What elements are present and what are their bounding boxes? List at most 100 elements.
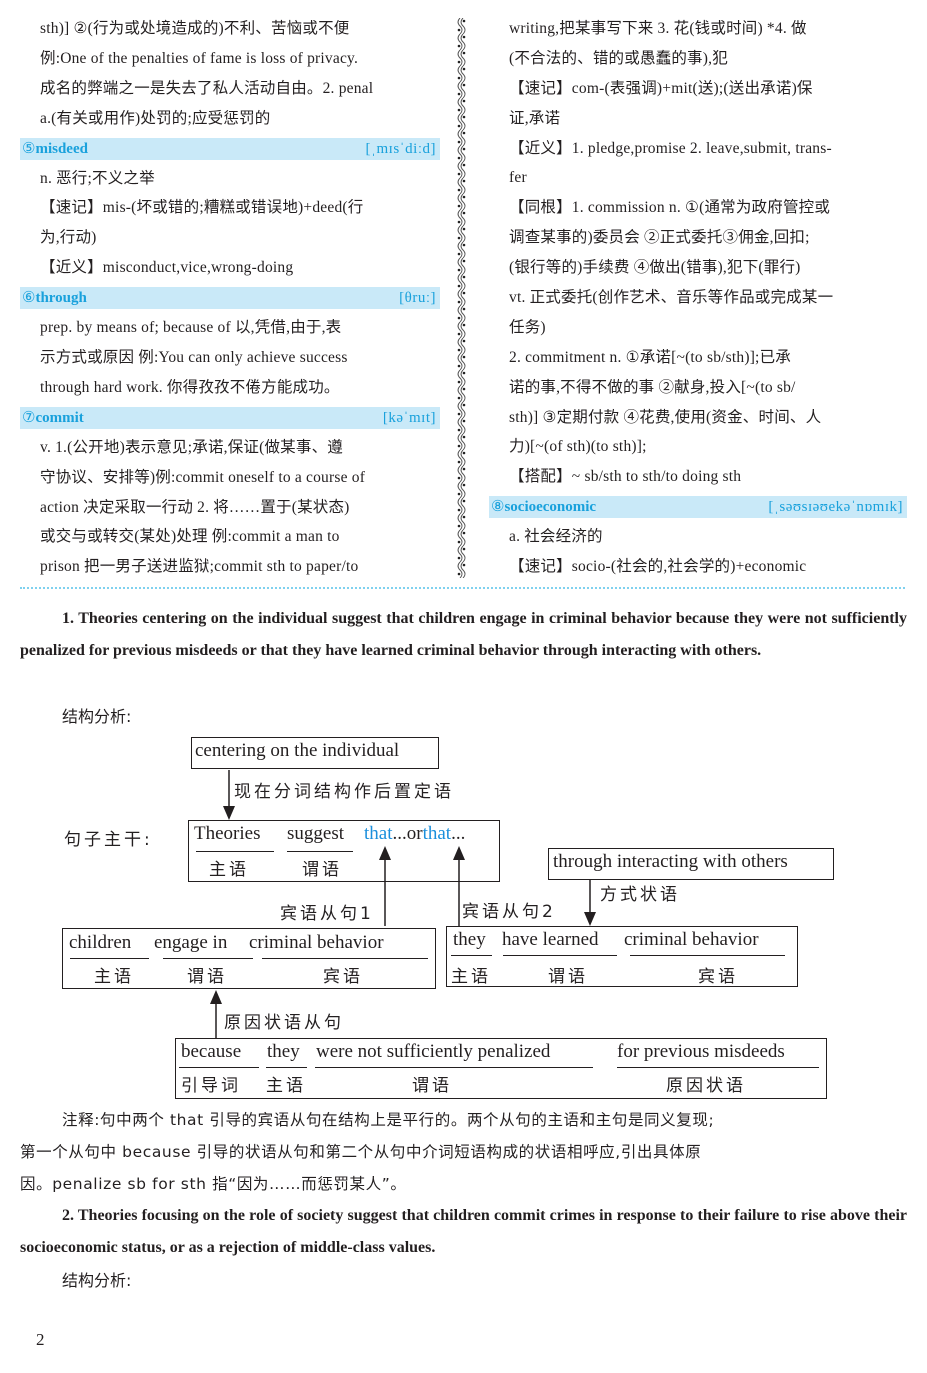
manner-role-label: 方式状语 xyxy=(600,885,680,905)
clause-1-verb: engage in xyxy=(154,932,228,953)
underline xyxy=(630,955,785,956)
text-line: 成名的弊端之一是失去了私人活动自由。2. penal xyxy=(40,79,374,97)
entry-number: ⑧ xyxy=(491,499,505,516)
entry-word: ⑦commit xyxy=(22,407,84,429)
clause-2-subject-role: 主语 xyxy=(451,967,491,987)
that-2: that xyxy=(422,823,452,844)
underline xyxy=(196,851,274,852)
main-verb: suggest xyxy=(287,823,344,844)
underline xyxy=(315,1067,593,1068)
entry-number: ⑦ xyxy=(22,409,36,426)
text-line: a.(有关或用作)处罚的;应受惩罚的 xyxy=(40,109,271,127)
text-line: through hard work. 你得孜孜不倦方能成功。 xyxy=(40,378,340,396)
underline xyxy=(617,1067,819,1068)
text-line: 2. commitment n. ①承诺[~(to sb/sth)];已承 xyxy=(509,348,791,366)
manner-box xyxy=(548,848,834,880)
clause-1-subject-role: 主语 xyxy=(94,967,134,987)
entry-header-misdeed: ⑤misdeed [ˌmɪsˈdiːd] xyxy=(20,137,440,160)
that-1: that xyxy=(364,823,393,844)
object-clause-1-label: 宾语从句1 xyxy=(280,904,374,924)
text-line: 任务) xyxy=(509,318,546,336)
reason-conj-role: 引导词 xyxy=(181,1076,241,1096)
entry-number: ⑥ xyxy=(22,290,36,307)
entry-header-socioeconomic: ⑧socioeconomic [ˌsəʊsɪəʊekəˈnɒmɪk] xyxy=(489,496,907,519)
note-text: 注释:句中两个 that 引导的宾语从句在结构上是平行的。两个从句的主语和主句是… xyxy=(62,1111,715,1129)
underline xyxy=(70,958,149,959)
entry-headword: through xyxy=(35,290,87,307)
underline xyxy=(451,955,492,956)
main-subject-role: 主语 xyxy=(209,860,249,880)
entry-headword: misdeed xyxy=(35,140,88,157)
clause-2-object-role: 宾语 xyxy=(698,967,738,987)
text-line: writing,把某事写下来 3. 花(钱或时间) *4. 做 xyxy=(509,20,807,37)
text-line: 或交与或转交(某处)处理 例:commit a man to xyxy=(40,528,340,546)
manner-text: through interacting with others xyxy=(553,851,788,872)
main-clause-label: 句子主干: xyxy=(64,830,153,850)
text-line: 守协议、安排等)例:commit oneself to a course of xyxy=(40,468,366,486)
note-line-3: 因。penalize sb for sth 指“因为……而惩罚某人”。 xyxy=(20,1175,407,1193)
text-line: n. 恶行;不义之举 xyxy=(40,169,155,187)
reason-conj: because xyxy=(181,1041,242,1062)
text-line: 力)[~(of sth)(to sth)]; xyxy=(509,438,647,456)
text-line: 例:One of the penalties of fame is loss o… xyxy=(40,49,359,67)
clause-1-subject: children xyxy=(69,932,132,953)
page-number: 2 xyxy=(36,1330,45,1349)
entry-headword: socioeconomic xyxy=(504,499,597,516)
modifier-role-label: 现在分词结构作后置定语 xyxy=(234,782,454,802)
clause-1-object: criminal behavior xyxy=(249,932,384,953)
text-line: prep. by means of; because of 以,凭借,由于,表 xyxy=(40,319,342,337)
text-line: 【速记】mis-(坏或错的;糟糕或错误地)+deed(行 xyxy=(40,199,364,217)
reason-subject: they xyxy=(267,1041,300,1062)
clause-2-verb-role: 谓语 xyxy=(548,967,588,987)
entry-phonetic: [ˌsəʊsɪəʊekəˈnɒmɪk] xyxy=(768,499,903,516)
entry-phonetic: [θruː] xyxy=(399,290,436,307)
text-line: 证,承诺 xyxy=(509,109,561,127)
structure-analysis-label-2: 结构分析: xyxy=(62,1271,132,1290)
reason-verb: were not sufficiently penalized xyxy=(316,1041,551,1062)
reason-subject-role: 主语 xyxy=(266,1076,306,1096)
text-line: vt. 正式委托(创作艺术、音乐等作品或完成某一 xyxy=(509,289,834,307)
clause-2-object: criminal behavior xyxy=(624,929,759,950)
text-line: sth)] ②(行为或处境造成的)不利、苦恼或不便 xyxy=(40,20,350,37)
underline xyxy=(266,1067,307,1068)
underline xyxy=(163,958,253,959)
clause-1-verb-role: 谓语 xyxy=(187,967,227,987)
left-column: sth)] ②(行为或处境造成的)不利、苦恼或不便 例:One of the p… xyxy=(20,14,440,582)
entry-phonetic: [kəˈmɪt] xyxy=(382,409,436,426)
clause-2-box xyxy=(446,926,798,987)
text-line: prison 把一男子送进监狱;commit sth to paper/to xyxy=(40,558,359,576)
text-line: 调查某事的)委员会 ②正式委托③佣金,回扣; xyxy=(509,229,810,247)
right-column: writing,把某事写下来 3. 花(钱或时间) *4. 做 (不合法的、错的… xyxy=(489,14,907,582)
text-line: 示方式或原因 例:You can only achieve success xyxy=(40,349,348,367)
text-line: 【近义】misconduct,vice,wrong-doing xyxy=(40,259,294,277)
clause-1-object-role: 宾语 xyxy=(323,967,363,987)
ellipsis: ... xyxy=(451,823,466,844)
text-line: a. 社会经济的 xyxy=(509,528,603,546)
reason-clause-label: 原因状语从句 xyxy=(224,1013,344,1033)
underline xyxy=(179,1067,259,1068)
entry-word: ⑧socioeconomic xyxy=(491,496,596,518)
entry-number: ⑤ xyxy=(22,140,36,157)
clause-2-subject: they xyxy=(453,929,486,950)
object-clause-2-label: 宾语从句2 xyxy=(462,902,556,922)
text-line: sth)] ③定期付款 ④花费,使用(资金、时间、人 xyxy=(509,408,822,426)
text-line: 为,行动) xyxy=(40,229,97,247)
structure-analysis-label: 结构分析: xyxy=(62,707,132,726)
underline xyxy=(503,955,617,956)
entry-headword: commit xyxy=(35,409,84,426)
wavy-column-divider-icon xyxy=(455,18,469,578)
sentence-2: 2. Theories focusing on the role of soci… xyxy=(20,1200,907,1264)
underline xyxy=(287,851,353,852)
underline xyxy=(262,958,428,959)
reason-adverbial-role: 原因状语 xyxy=(666,1076,746,1096)
text-line: action 决定采取一行动 2. 将……置于(某状态) xyxy=(40,498,350,516)
text-line: 诺的事,不得不做的事 ②献身,投入[~(to sb/ xyxy=(509,378,796,396)
annotation-note: 注释:句中两个 that 引导的宾语从句在结构上是平行的。两个从句的主语和主句是… xyxy=(20,1104,907,1200)
text-line: (不合法的、错的或愚蠢的事),犯 xyxy=(509,49,728,67)
reason-clause-box xyxy=(175,1038,827,1099)
sentence-2-text: 2. Theories focusing on the role of soci… xyxy=(20,1207,907,1256)
text-line: v. 1.(公开地)表示意见;承诺,保证(做某事、遵 xyxy=(40,438,343,456)
reason-verb-role: 谓语 xyxy=(412,1076,452,1096)
text-line: 【速记】socio-(社会的,社会学的)+economic xyxy=(509,558,807,576)
text-line: 【同根】1. commission n. ①(通常为政府管控或 xyxy=(509,199,831,217)
